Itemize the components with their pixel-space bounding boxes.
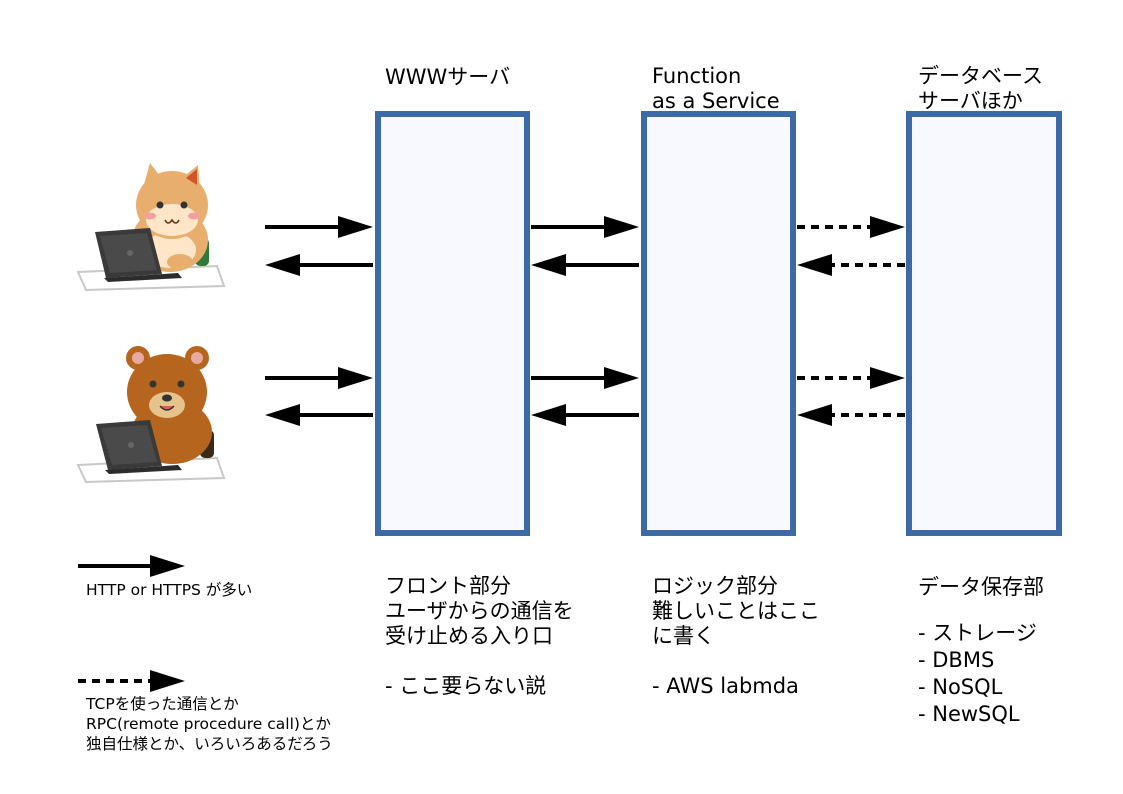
bullets-database-server: - ストレージ - DBMS - NoSQL - NewSQL (918, 620, 1044, 728)
arrow-www-to-user1 (265, 254, 373, 276)
arrow-user1-to-www (265, 216, 373, 238)
bullet-item: - ここ要らない説 (385, 674, 547, 698)
dashed-arrow-faas-to-db-2 (797, 367, 905, 389)
dashed-arrow-faas-to-db-1 (797, 216, 905, 238)
arrow-user2-to-www (265, 367, 373, 389)
bullet-item: - ストレージ (918, 621, 1037, 645)
desc-database-server: データ保存部 - ストレージ - DBMS - NoSQL - NewSQL (918, 575, 1044, 728)
desc-www-server: フロント部分 ユーザからの通信を 受け止める入り口 - ここ要らない説 (385, 574, 574, 699)
arrow-faas-to-www-1 (531, 254, 639, 276)
box-www-server (375, 111, 530, 536)
box-faas (641, 111, 796, 536)
bullets-www-server: - ここ要らない説 (385, 674, 574, 699)
bullet-item: - NewSQL (918, 702, 1020, 726)
arrow-www-to-faas-1 (531, 216, 639, 238)
bullet-item: - DBMS (918, 648, 995, 672)
title-database-server: データベース サーバほか (918, 64, 1043, 113)
bullets-faas: - AWS labmda (652, 674, 820, 699)
legend-dashed-arrow (78, 670, 185, 692)
arrow-faas-to-www-2 (531, 404, 639, 426)
legend-solid-arrow (78, 555, 185, 577)
bear-icon (76, 346, 226, 484)
box-database-server (906, 111, 1062, 536)
title-faas: Function as a Service (652, 64, 780, 113)
legend-solid-label: HTTP or HTTPS が多い (86, 581, 253, 599)
arrow-www-to-user2 (265, 404, 373, 426)
arrow-www-to-faas-2 (531, 367, 639, 389)
dashed-arrow-db-to-faas-1 (797, 254, 905, 276)
bullet-item: - AWS labmda (652, 674, 799, 698)
title-www-server: WWWサーバ (385, 65, 511, 89)
shiba-dog-icon (76, 163, 226, 292)
desc-faas: ロジック部分 難しいことはここ に書く - AWS labmda (652, 574, 820, 699)
legend-dashed-label: TCPを使った通信とか RPC(remote procedure call)とか… (86, 695, 333, 753)
dashed-arrow-db-to-faas-2 (797, 404, 905, 426)
bullet-item: - NoSQL (918, 675, 1003, 699)
